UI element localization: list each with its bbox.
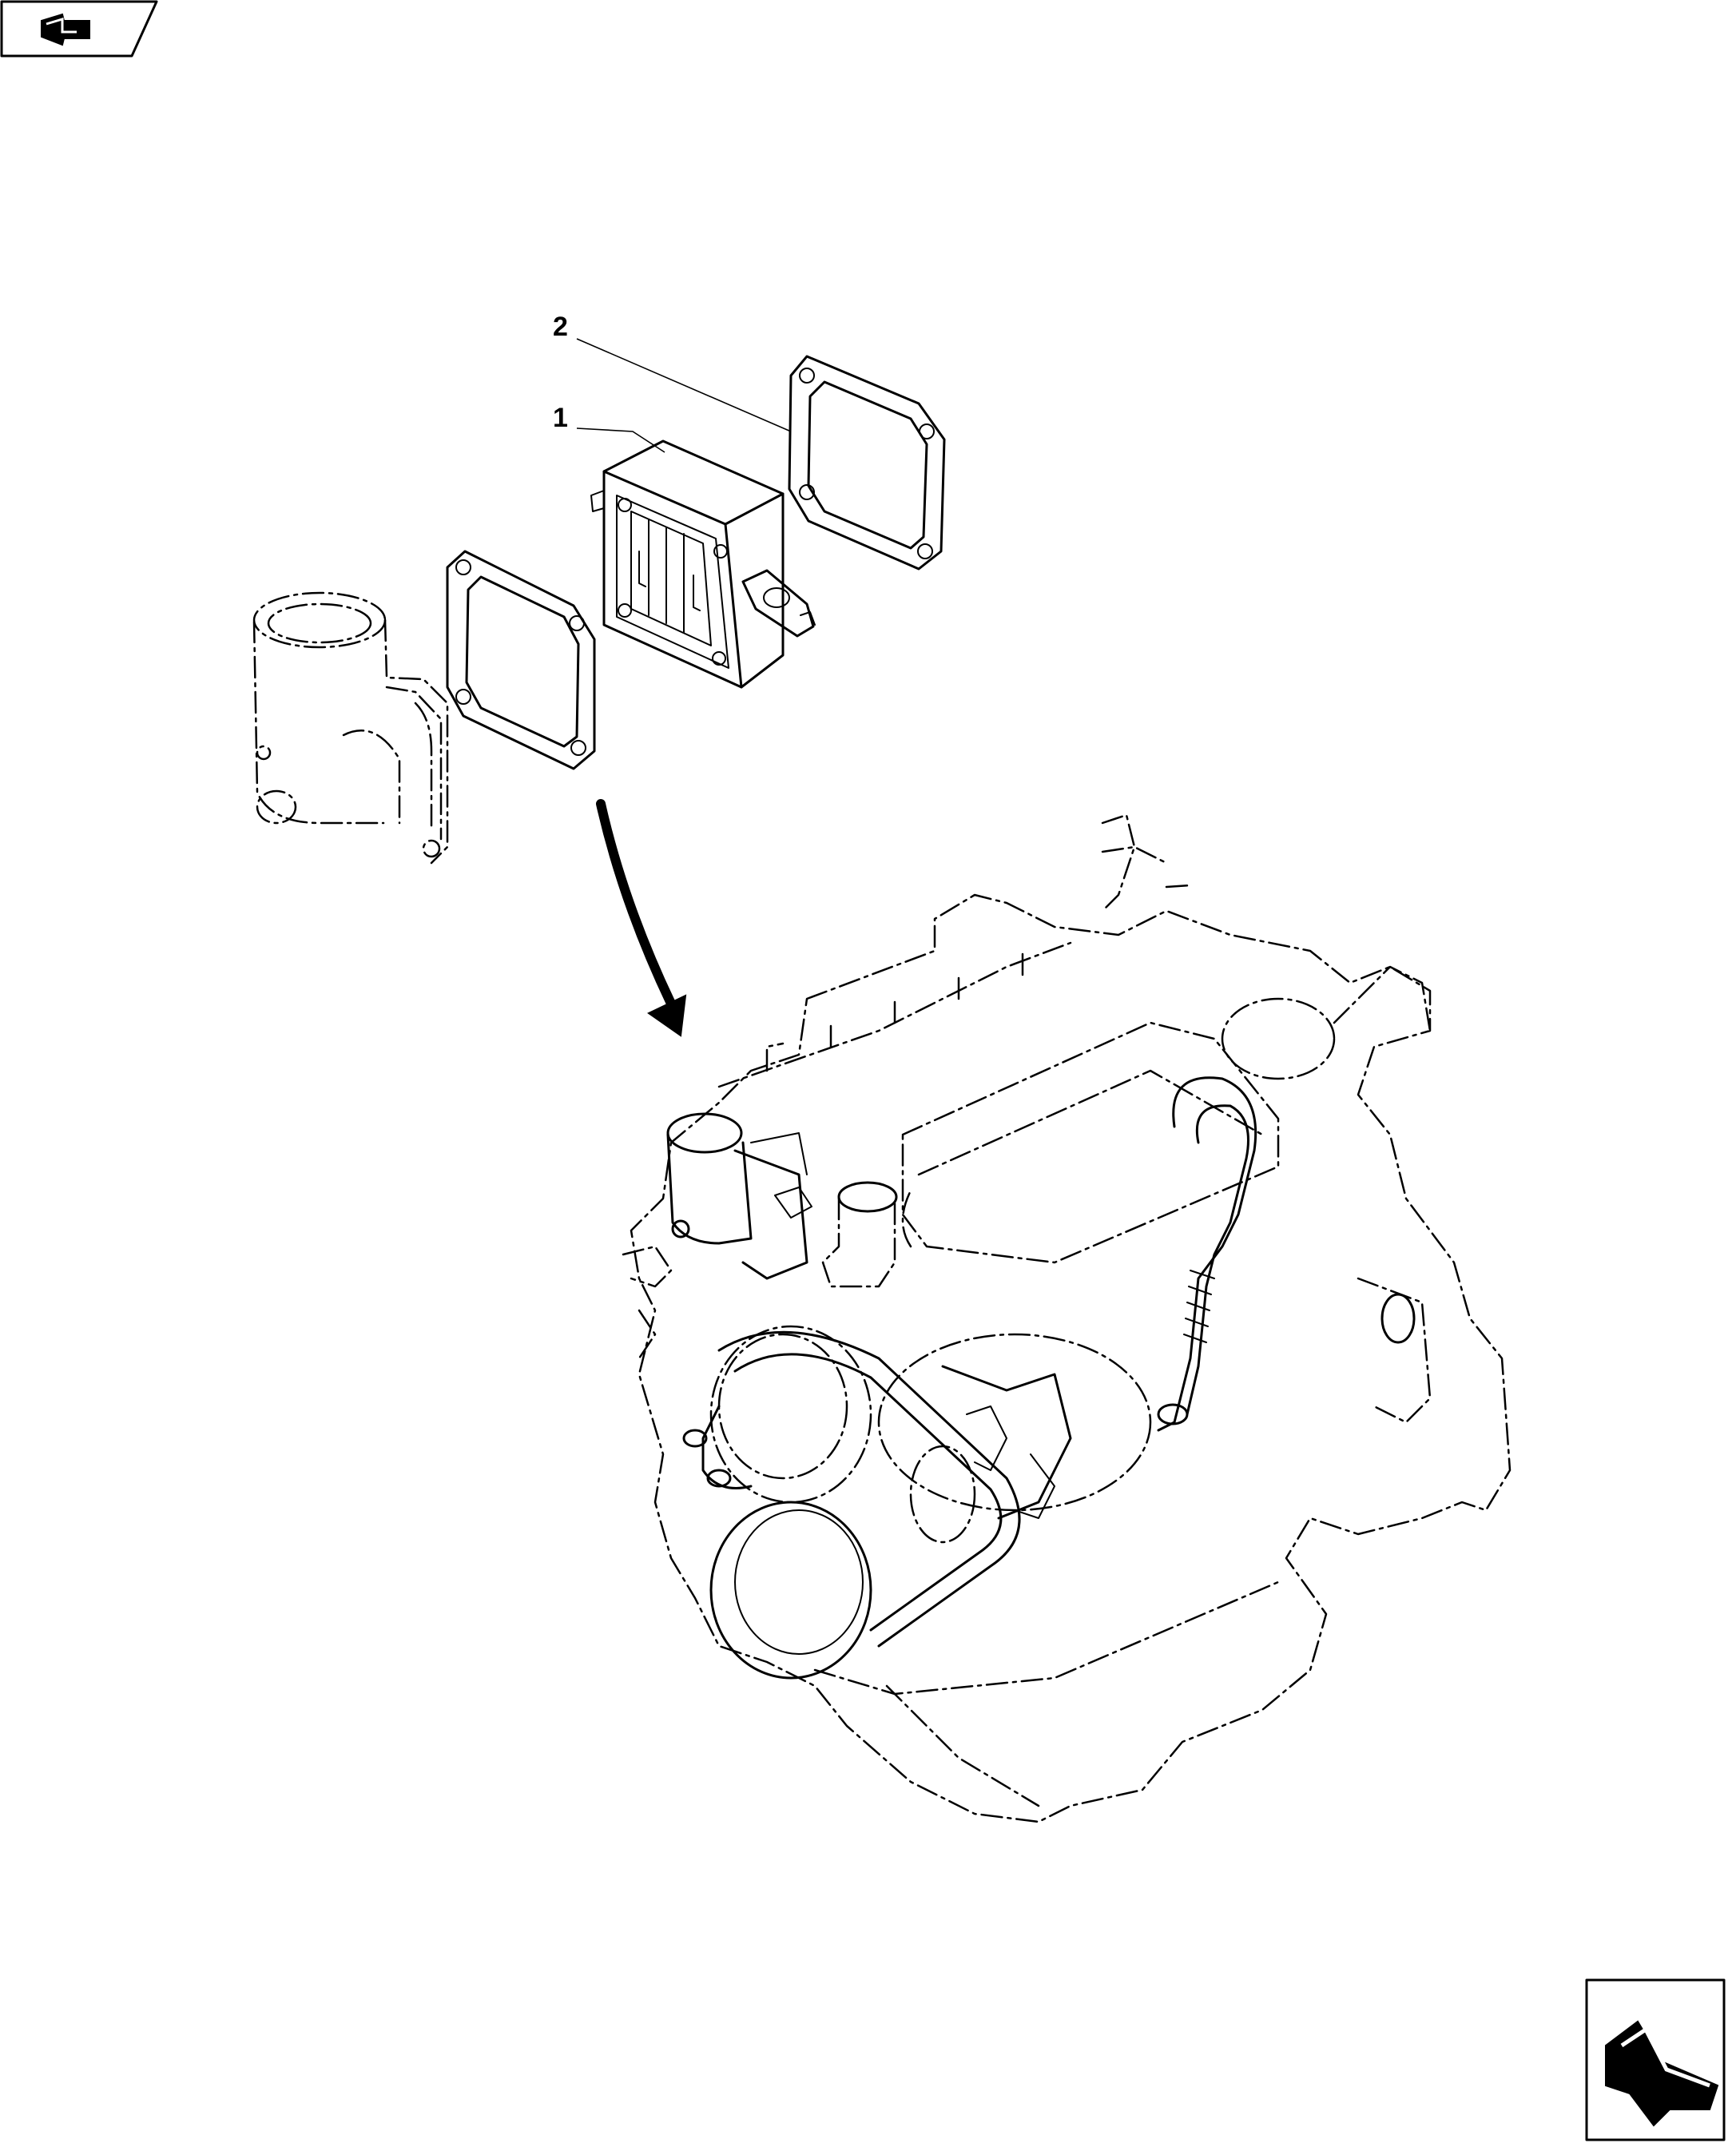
callout-item-2: 2 bbox=[553, 312, 568, 342]
thermostat-housing bbox=[252, 591, 449, 865]
engine-assembly bbox=[622, 813, 1512, 1823]
heater-item-1 bbox=[590, 439, 816, 689]
forward-arrow-icon bbox=[1605, 2020, 1719, 2127]
tab-outline bbox=[0, 0, 158, 58]
tile-outline bbox=[1585, 1978, 1726, 2141]
back-arrow-icon bbox=[41, 13, 90, 46]
gasket-lower bbox=[446, 550, 596, 770]
previous-page-button[interactable] bbox=[0, 0, 158, 58]
next-page-button[interactable] bbox=[1585, 1978, 1726, 2141]
callout-item-1: 1 bbox=[553, 403, 568, 433]
gasket-item-2 bbox=[788, 355, 946, 571]
leader-item-2 bbox=[576, 338, 792, 432]
leader-item-1 bbox=[576, 427, 665, 453]
installation-arrow bbox=[596, 799, 687, 1037]
